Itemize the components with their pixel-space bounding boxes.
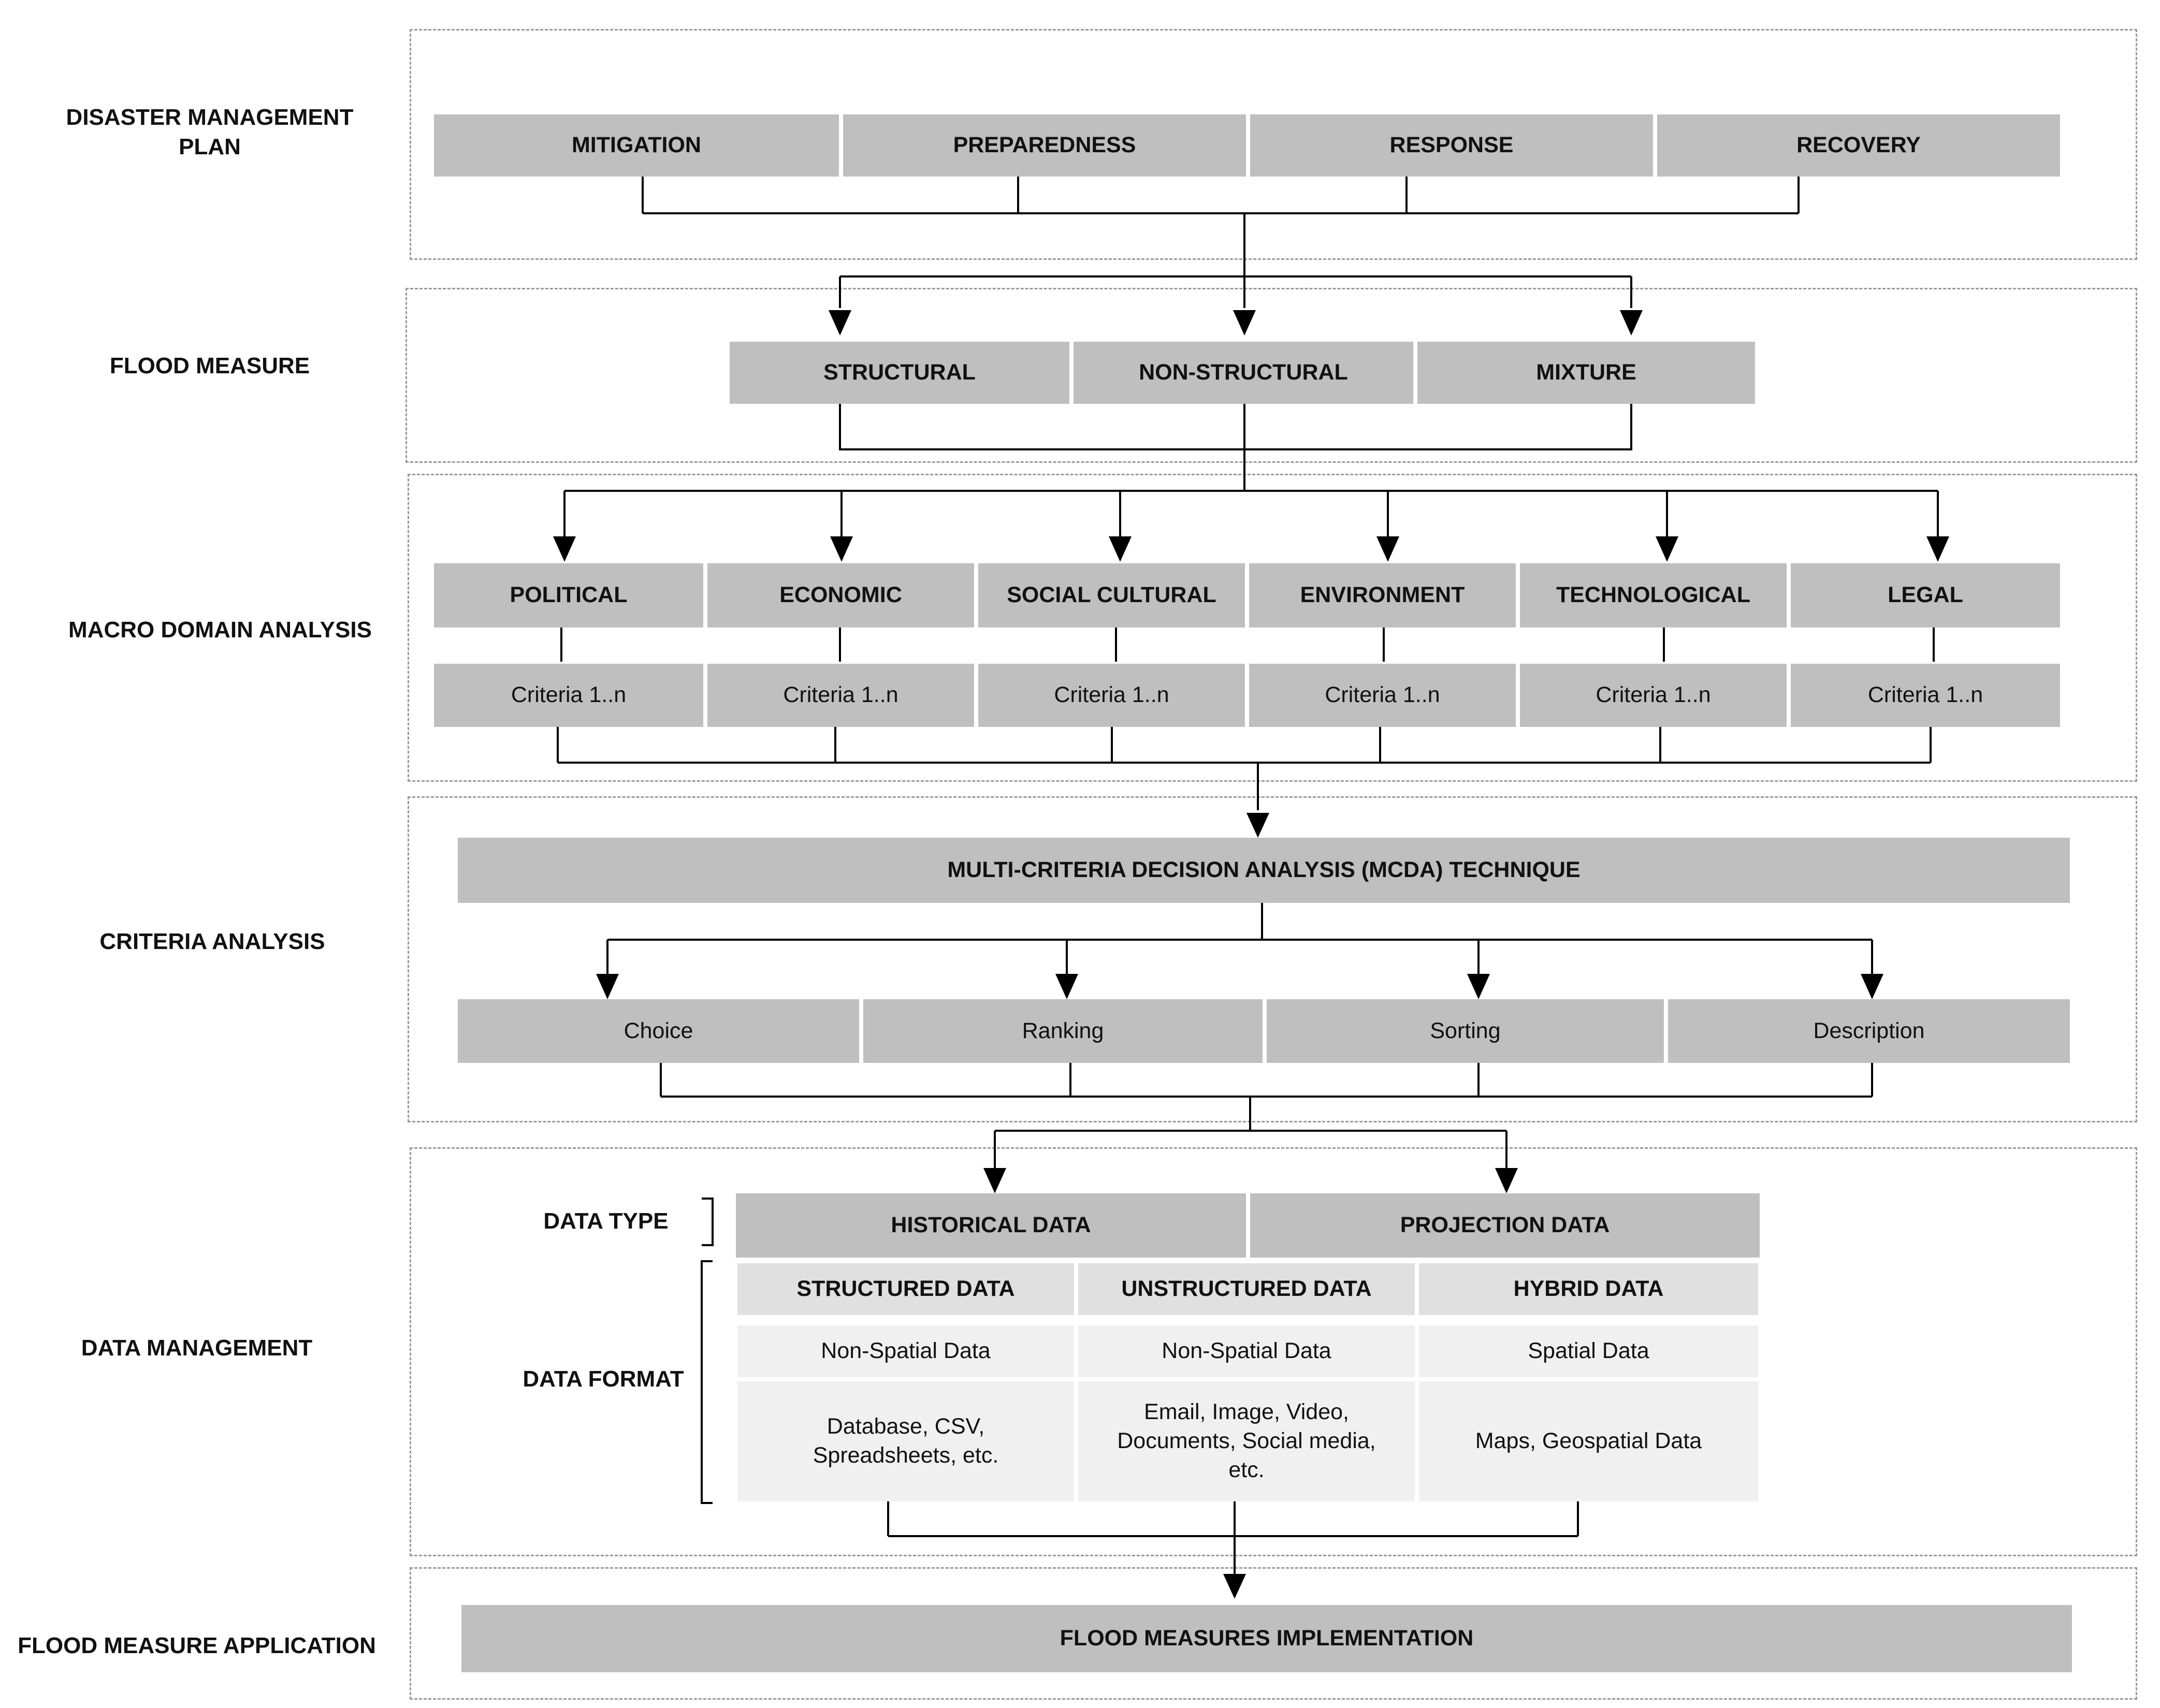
- section-frame-flood-measure: [405, 288, 2137, 463]
- box-unstructured-data: UNSTRUCTURED DATA: [1078, 1263, 1415, 1315]
- label-data-format: DATA FORMAT: [523, 1366, 684, 1392]
- box-criteria-political: Criteria 1..n: [434, 664, 703, 727]
- cell-structured-kind: Non-Spatial Data: [737, 1325, 1074, 1377]
- box-projection-data: PROJECTION DATA: [1250, 1193, 1760, 1258]
- cell-hybrid-examples: Maps, Geospatial Data: [1419, 1381, 1758, 1501]
- box-output-description: Description: [1668, 999, 2070, 1063]
- box-structural: STRUCTURAL: [730, 342, 1069, 404]
- section-frame-macro-domain: [408, 474, 2137, 782]
- box-output-choice: Choice: [458, 999, 859, 1063]
- cell-hybrid-kind: Spatial Data: [1419, 1325, 1758, 1377]
- box-output-ranking: Ranking: [863, 999, 1263, 1063]
- box-flood-measures-implementation: FLOOD MEASURES IMPLEMENTATION: [461, 1605, 2072, 1672]
- box-recovery: RECOVERY: [1657, 114, 2060, 177]
- cell-structured-examples: Database, CSV, Spreadsheets, etc.: [737, 1381, 1074, 1501]
- box-domain-technological: TECHNOLOGICAL: [1520, 563, 1787, 627]
- label-flood-measure-application: FLOOD MEASURE APPLICATION: [18, 1633, 376, 1658]
- box-criteria-social-cultural: Criteria 1..n: [978, 664, 1245, 727]
- box-historical-data: HISTORICAL DATA: [736, 1193, 1246, 1258]
- label-data-management: DATA MANAGEMENT: [81, 1335, 313, 1361]
- box-hybrid-data: HYBRID DATA: [1419, 1263, 1758, 1315]
- section-frame-criteria-analysis: [408, 796, 2137, 1122]
- label-data-type: DATA TYPE: [543, 1208, 669, 1234]
- box-criteria-economic: Criteria 1..n: [707, 664, 974, 727]
- cell-unstructured-examples: Email, Image, Video, Documents, Social m…: [1078, 1381, 1415, 1501]
- box-mcda-technique: MULTI-CRITERIA DECISION ANALYSIS (MCDA) …: [458, 838, 2070, 903]
- box-domain-economic: ECONOMIC: [707, 563, 974, 627]
- box-domain-social-cultural: SOCIAL CULTURAL: [978, 563, 1245, 627]
- cell-unstructured-kind: Non-Spatial Data: [1078, 1325, 1415, 1377]
- section-frame-data-management: [410, 1147, 2137, 1556]
- box-domain-environment: ENVIRONMENT: [1249, 563, 1516, 627]
- box-criteria-environment: Criteria 1..n: [1249, 664, 1516, 727]
- box-domain-legal: LEGAL: [1791, 563, 2060, 627]
- label-criteria-analysis: CRITERIA ANALYSIS: [99, 929, 325, 954]
- box-non-structural: NON-STRUCTURAL: [1074, 342, 1413, 404]
- box-domain-political: POLITICAL: [434, 563, 703, 627]
- section-frame-disaster-management: [410, 29, 2137, 260]
- box-mixture: MIXTURE: [1417, 342, 1755, 404]
- label-disaster-management-plan: DISASTER MANAGEMENT PLAN: [66, 105, 354, 160]
- label-flood-measure: FLOOD MEASURE: [109, 353, 310, 378]
- section-frame-flood-measure-application: [410, 1567, 2137, 1700]
- box-output-sorting: Sorting: [1267, 999, 1664, 1063]
- box-criteria-technological: Criteria 1..n: [1520, 664, 1787, 727]
- box-preparedness: PREPAREDNESS: [843, 114, 1246, 177]
- box-structured-data: STRUCTURED DATA: [737, 1263, 1074, 1315]
- label-macro-domain-analysis: MACRO DOMAIN ANALYSIS: [68, 617, 372, 643]
- box-mitigation: MITIGATION: [434, 114, 839, 177]
- box-criteria-legal: Criteria 1..n: [1791, 664, 2060, 727]
- box-response: RESPONSE: [1250, 114, 1653, 177]
